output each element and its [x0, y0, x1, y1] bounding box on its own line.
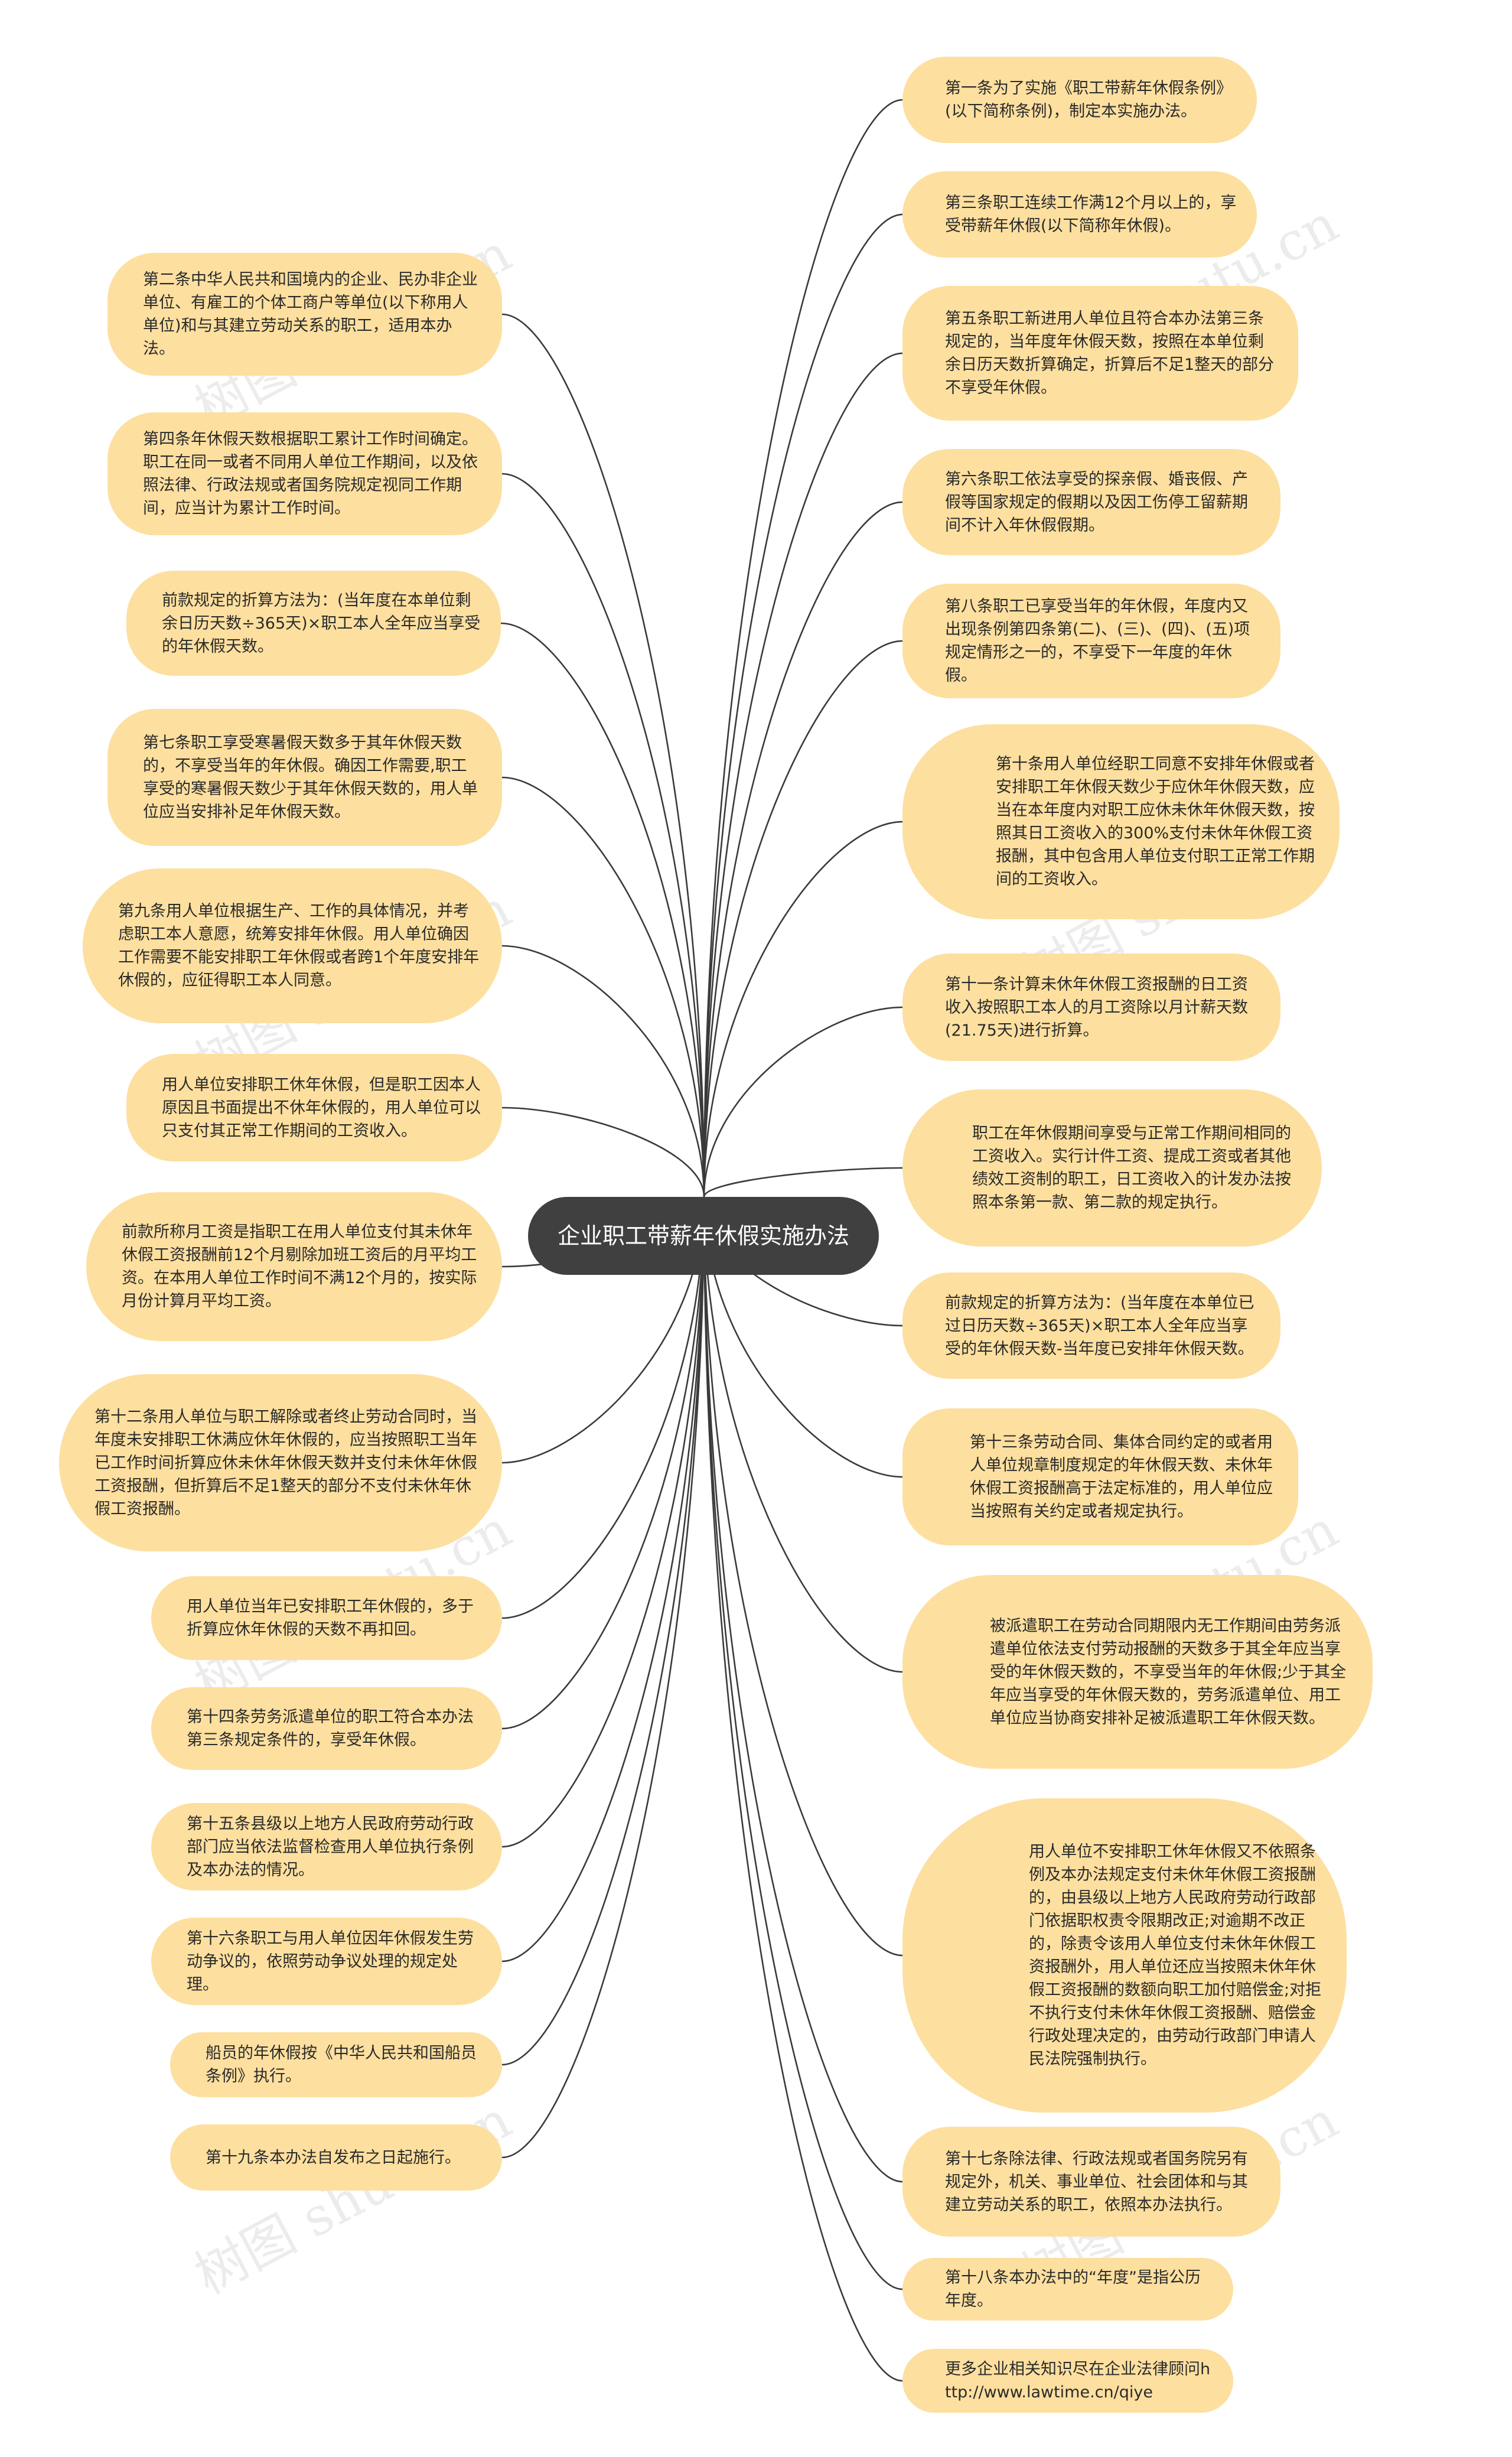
left-node-9[interactable]: 用人单位当年已安排职工年休假的，多于折算应休年休假的天数不再扣回。	[151, 1576, 502, 1660]
left-node-text: 船员的年休假按《中华人民共和国船员条例》执行。	[206, 2044, 477, 2085]
right-node-text: 第十条用人单位经职工同意不安排年休假或者安排职工年休假天数少于应休年休假天数，应…	[996, 755, 1315, 889]
right-node-text: 前款规定的折算方法为：(当年度在本单位已过日历天数÷365天)×职工本人全年应当…	[945, 1293, 1254, 1358]
right-connector-5	[703, 640, 903, 1197]
left-node-3[interactable]: 前款规定的折算方法为：(当年度在本单位剩余日历天数÷365天)×职工本人全年应当…	[126, 571, 501, 676]
right-node-text: 被派遣职工在劳动合同期限内无工作期间由劳务派遣单位依法支付劳动报酬的天数多于其全…	[990, 1616, 1347, 1727]
right-node-15[interactable]: 更多企业相关知识尽在企业法律顾问http://www.lawtime.cn/qi…	[902, 2349, 1233, 2413]
right-node-4[interactable]: 第六条职工依法享受的探亲假、婚丧假、产假等国家规定的假期以及因工伤停工留薪期间不…	[902, 449, 1280, 555]
right-node-text: 第十一条计算未休年休假工资报酬的日工资收入按照职工本人的月工资除以月计薪天数(2…	[945, 975, 1248, 1040]
left-node-text: 前款所称月工资是指职工在用人单位支付其未休年休假工资报酬前12个月剔除加班工资后…	[122, 1223, 477, 1310]
right-node-11[interactable]: 被派遣职工在劳动合同期限内无工作期间由劳务派遣单位依法支付劳动报酬的天数多于其全…	[902, 1575, 1373, 1769]
left-connector-9	[501, 1196, 705, 1619]
left-node-11[interactable]: 第十五条县级以上地方人民政府劳动行政部门应当依法监督检查用人单位执行条例及本办法…	[151, 1803, 502, 1890]
right-node-text: 用人单位不安排职工休年休假又不依照条例及本办法规定支付未休年休假工资报酬的，由县…	[1029, 1843, 1322, 2068]
right-node-10[interactable]: 第十三条劳动合同、集体合同约定的或者用人单位规章制度规定的年休假天数、未休年休假…	[902, 1408, 1298, 1545]
left-node-4[interactable]: 第七条职工享受寒暑假天数多于其年休假天数的，不享受当年的年休假。确因工作需要,职…	[107, 709, 502, 846]
right-node-2[interactable]: 第三条职工连续工作满12个月以上的，享受带薪年休假(以下简称年休假)。	[902, 171, 1257, 258]
root-node[interactable]: 企业职工带薪年休假实施办法	[528, 1197, 879, 1275]
right-node-text: 职工在年休假期间享受与正常工作期间相同的工资收入。实行计件工资、提成工资或者其他…	[972, 1124, 1291, 1212]
left-node-text: 用人单位安排职工休年休假，但是职工因本人原因且书面提出不休年休假的，用人单位可以…	[162, 1075, 481, 1140]
left-node-6[interactable]: 用人单位安排职工休年休假，但是职工因本人原因且书面提出不休年休假的，用人单位可以…	[126, 1054, 502, 1161]
left-node-text: 第十五条县级以上地方人民政府劳动行政部门应当依法监督检查用人单位执行条例及本办法…	[187, 1814, 474, 1879]
left-connector-6	[501, 1107, 705, 1197]
left-node-1[interactable]: 第二条中华人民共和国境内的企业、民办非企业单位、有雇工的个体工商户等单位(以下称…	[107, 253, 502, 376]
right-node-12[interactable]: 用人单位不安排职工休年休假又不依照条例及本办法规定支付未休年休假工资报酬的，由县…	[902, 1798, 1347, 2113]
left-node-7[interactable]: 前款所称月工资是指职工在用人单位支付其未休年休假工资报酬前12个月剔除加班工资后…	[86, 1192, 502, 1341]
left-connector-3	[500, 622, 705, 1197]
right-node-text: 更多企业相关知识尽在企业法律顾问http://www.lawtime.cn/qi…	[945, 2360, 1211, 2401]
right-node-text: 第一条为了实施《职工带薪年休假条例》(以下简称条例)，制定本实施办法。	[945, 79, 1232, 121]
left-connector-4	[501, 776, 705, 1197]
left-node-text: 第十六条职工与用人单位因年休假发生劳动争议的，依照劳动争议处理的规定处理。	[187, 1929, 474, 1994]
left-node-text: 前款规定的折算方法为：(当年度在本单位剩余日历天数÷365天)×职工本人全年应当…	[162, 591, 481, 656]
right-node-3[interactable]: 第五条职工新进用人单位且符合本办法第三条规定的，当年度年休假天数，按照在本单位剩…	[902, 286, 1298, 421]
right-node-9[interactable]: 前款规定的折算方法为：(当年度在本单位已过日历天数÷365天)×职工本人全年应当…	[902, 1273, 1280, 1379]
right-connector-1	[703, 99, 903, 1197]
left-node-text: 第十二条用人单位与职工解除或者终止劳动合同时，当年度未安排职工休满应休年休假的，…	[94, 1407, 477, 1518]
right-connector-4	[703, 501, 903, 1197]
left-node-text: 第七条职工享受寒暑假天数多于其年休假天数的，不享受当年的年休假。确因工作需要,职…	[143, 734, 478, 821]
left-node-text: 第十四条劳务派遣单位的职工符合本办法第三条规定条件的，享受年休假。	[187, 1708, 474, 1749]
left-connector-14	[501, 1196, 705, 2159]
right-node-6[interactable]: 第十条用人单位经职工同意不安排年休假或者安排职工年休假天数少于应休年休假天数，应…	[902, 724, 1340, 919]
left-connector-11	[501, 1196, 705, 1848]
right-connector-2	[703, 213, 903, 1197]
left-connector-2	[501, 473, 705, 1197]
left-node-2[interactable]: 第四条年休假天数根据职工累计工作时间确定。职工在同一或者不同用人单位工作期间，以…	[107, 412, 502, 535]
right-connector-11	[703, 1196, 903, 1673]
left-connector-1	[501, 313, 705, 1197]
left-node-10[interactable]: 第十四条劳务派遣单位的职工符合本办法第三条规定条件的，享受年休假。	[151, 1687, 502, 1770]
left-node-text: 第四条年休假天数根据职工累计工作时间确定。职工在同一或者不同用人单位工作期间，以…	[143, 430, 478, 518]
left-connector-13	[501, 1196, 705, 2066]
root-title: 企业职工带薪年休假实施办法	[557, 1223, 849, 1249]
right-node-text: 第十三条劳动合同、集体合同约定的或者用人单位规章制度规定的年休假天数、未休年休假…	[970, 1433, 1273, 1521]
right-node-5[interactable]: 第八条职工已享受当年的年休假，年度内又出现条例第四条第(二)、(三)、(四)、(…	[902, 584, 1280, 698]
right-connector-12	[703, 1196, 903, 1957]
left-node-13[interactable]: 船员的年休假按《中华人民共和国船员条例》执行。	[170, 2032, 502, 2097]
right-node-text: 第十七条除法律、行政法规或者国务院另有规定外，机关、事业单位、社会团体和与其建立…	[945, 2149, 1248, 2214]
right-connector-13	[703, 1196, 903, 2183]
right-node-7[interactable]: 第十一条计算未休年休假工资报酬的日工资收入按照职工本人的月工资除以月计薪天数(2…	[902, 953, 1280, 1061]
left-node-text: 第九条用人单位根据生产、工作的具体情况，并考虑职工本人意愿，统筹安排年休假。用人…	[118, 902, 480, 990]
left-node-8[interactable]: 第十二条用人单位与职工解除或者终止劳动合同时，当年度未安排职工休满应休年休假的，…	[59, 1374, 502, 1551]
left-node-text: 第二条中华人民共和国境内的企业、民办非企业单位、有雇工的个体工商户等单位(以下称…	[143, 271, 478, 358]
left-node-12[interactable]: 第十六条职工与用人单位因年休假发生劳动争议的，依照劳动争议处理的规定处理。	[151, 1918, 502, 2005]
right-connector-15	[703, 1196, 903, 2382]
right-connector-3	[703, 352, 903, 1197]
right-node-text: 第八条职工已享受当年的年休假，年度内又出现条例第四条第(二)、(三)、(四)、(…	[945, 597, 1250, 685]
left-node-5[interactable]: 第九条用人单位根据生产、工作的具体情况，并考虑职工本人意愿，统筹安排年休假。用人…	[83, 868, 502, 1023]
right-node-text: 第三条职工连续工作满12个月以上的，享受带薪年休假(以下简称年休假)。	[945, 194, 1237, 235]
right-connector-7	[703, 1006, 903, 1197]
right-node-text: 第六条职工依法享受的探亲假、婚丧假、产假等国家规定的假期以及因工伤停工留薪期间不…	[945, 470, 1248, 535]
right-connector-6	[703, 821, 903, 1197]
left-node-14[interactable]: 第十九条本办法自发布之日起施行。	[170, 2124, 502, 2191]
left-node-text: 用人单位当年已安排职工年休假的，多于折算应休年休假的天数不再扣回。	[187, 1597, 474, 1639]
right-node-text: 第十八条本办法中的“年度”是指公历年度。	[945, 2269, 1201, 2310]
left-connector-12	[501, 1196, 705, 1963]
right-node-8[interactable]: 职工在年休假期间享受与正常工作期间相同的工资收入。实行计件工资、提成工资或者其他…	[902, 1089, 1322, 1247]
left-node-text: 第十九条本办法自发布之日起施行。	[206, 2148, 461, 2167]
right-node-14[interactable]: 第十八条本办法中的“年度”是指公历年度。	[902, 2258, 1233, 2321]
right-node-13[interactable]: 第十七条除法律、行政法规或者国务院另有规定外，机关、事业单位、社会团体和与其建立…	[902, 2127, 1280, 2237]
right-node-text: 第五条职工新进用人单位且符合本办法第三条规定的，当年度年休假天数，按照在本单位剩…	[945, 310, 1275, 397]
right-node-1[interactable]: 第一条为了实施《职工带薪年休假条例》(以下简称条例)，制定本实施办法。	[902, 57, 1257, 143]
left-connector-5	[501, 945, 705, 1197]
left-connector-10	[501, 1196, 705, 1730]
right-connector-8	[703, 1167, 903, 1197]
right-connector-14	[703, 1196, 903, 2290]
